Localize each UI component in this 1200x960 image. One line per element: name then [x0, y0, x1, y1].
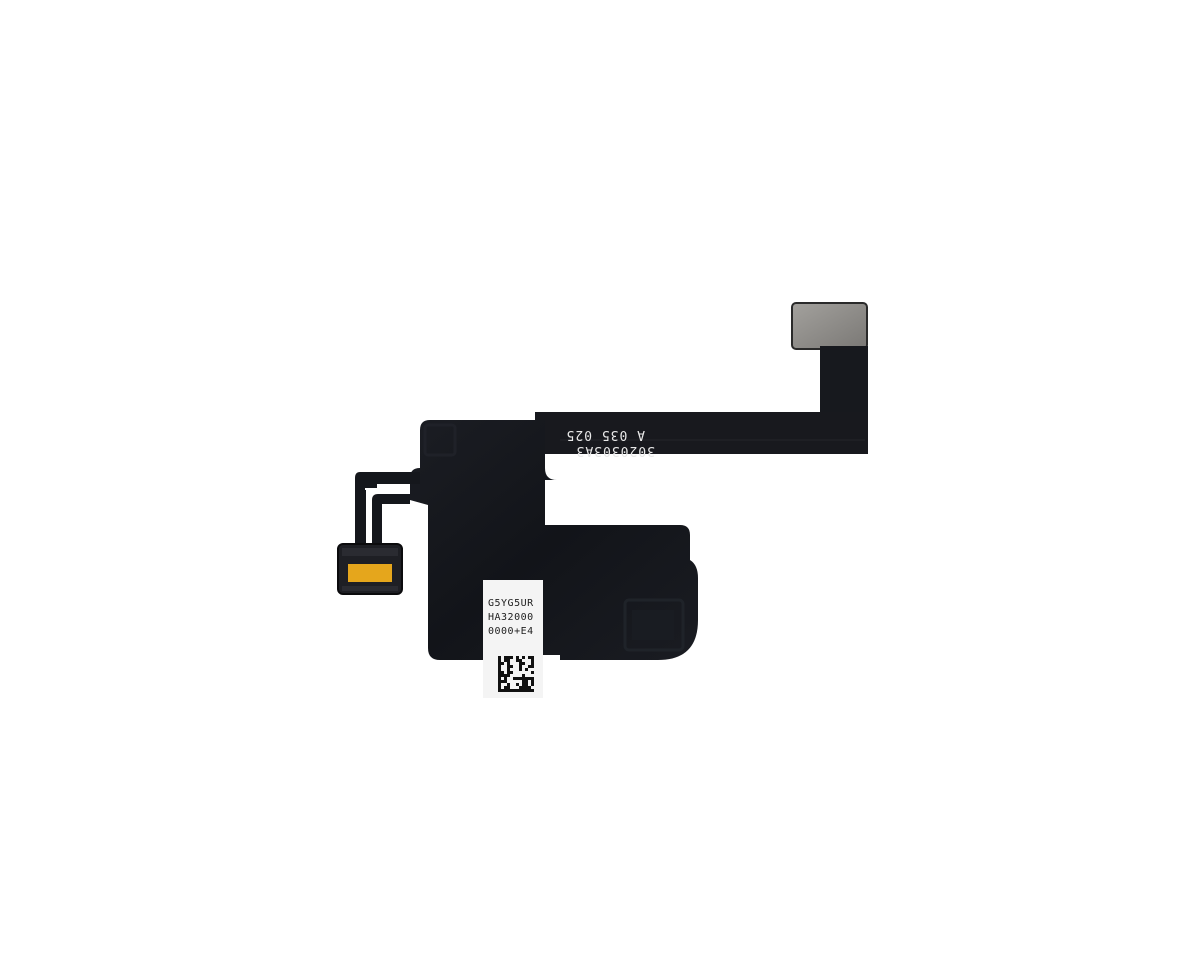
printed-code-line-1: 3020303A3: [576, 443, 655, 458]
connector-contact: [348, 564, 392, 582]
flex-tail-left: [355, 472, 420, 500]
metal-stiffener-pad: [791, 302, 868, 350]
data-matrix-code: [498, 656, 534, 692]
flex-strip-horizontal: [535, 412, 868, 454]
label-line-2: HA32000: [488, 612, 534, 623]
label-line-1: G5YG5UR: [488, 598, 534, 609]
label-line-3: 0000+E4: [488, 626, 534, 637]
printed-code-line-2: A 035 025: [566, 427, 645, 442]
